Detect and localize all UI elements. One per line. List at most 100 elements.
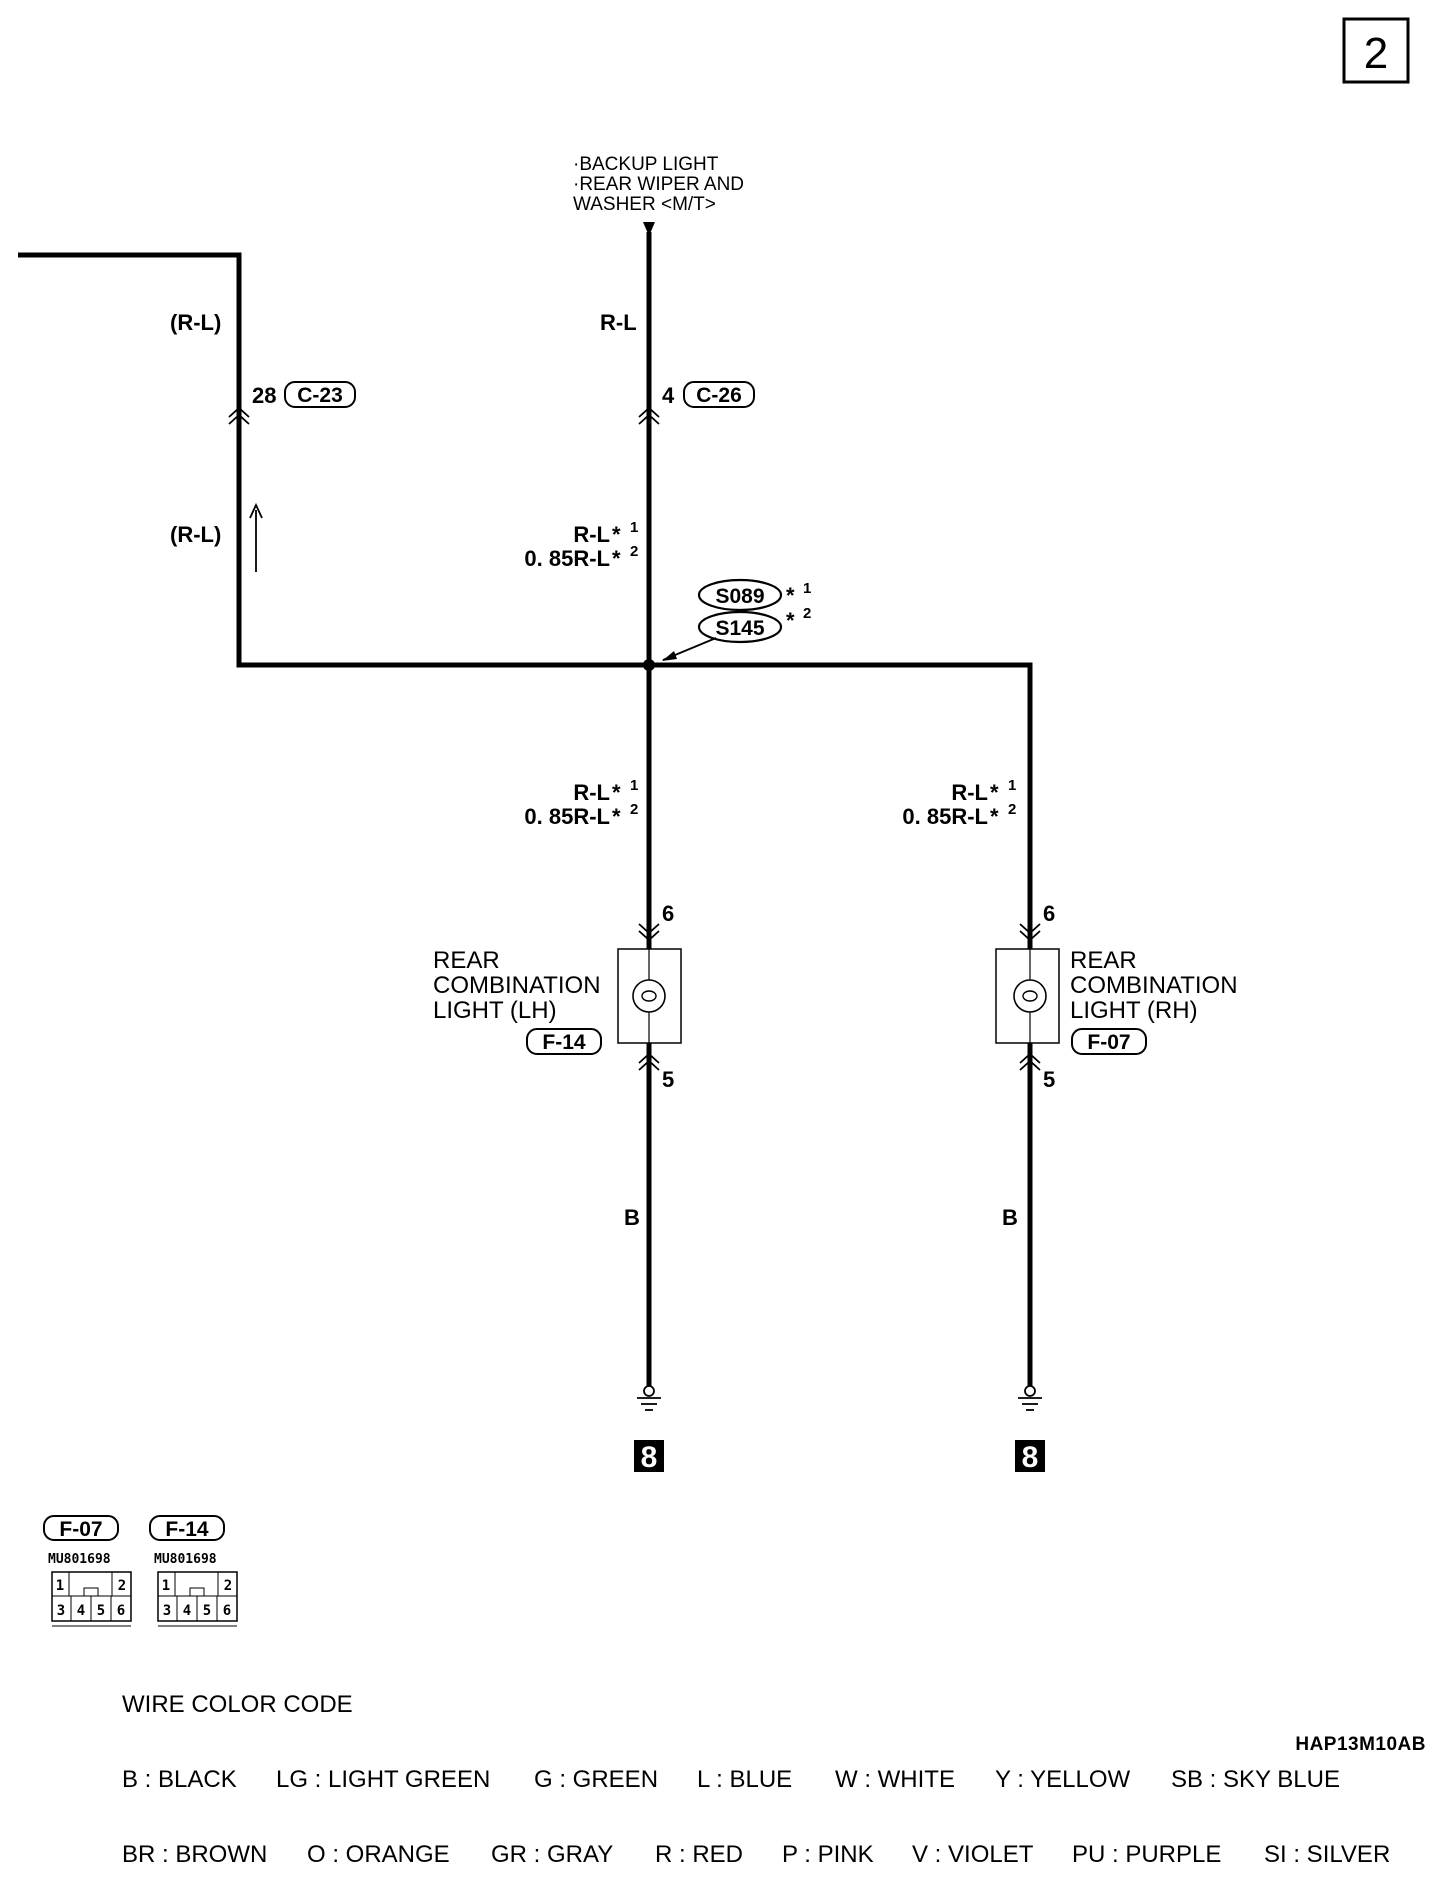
connector-c23-id: C-23	[297, 384, 343, 407]
light-lh-pin-top: 6	[662, 901, 674, 926]
connector-c23-pin: 28	[252, 383, 276, 408]
bulb-icon	[1013, 979, 1047, 1013]
destination-line-2: ·REAR WIPER AND	[573, 174, 744, 195]
connector-view-f07: F-07 MU801698 1 2 3 4 5 6	[43, 1515, 132, 1627]
wire-label-rh-branch-1: R-L	[951, 780, 988, 805]
connector-c23: 28 C-23	[252, 381, 356, 408]
wire-label-rh-ground: B	[1002, 1205, 1018, 1230]
connector-c23-symbol	[228, 406, 250, 425]
connector-lh-top-symbol	[638, 923, 660, 942]
light-rh-line2: COMBINATION	[1070, 972, 1238, 999]
color-code-item: PU : PURPLE	[1072, 1841, 1222, 1868]
wires	[18, 232, 1033, 1395]
color-code-item: LG : LIGHT GREEN	[276, 1766, 491, 1793]
connector-c26-pin: 4	[662, 383, 675, 408]
color-code-item: P : PINK	[782, 1841, 874, 1868]
rear-combination-light-lh: REAR COMBINATION LIGHT (LH) F-14 6 5	[433, 901, 682, 1092]
note-number: 1	[630, 777, 638, 794]
wire-label-center-mid-2: 0. 85R-L	[524, 546, 610, 571]
note-star: *	[786, 608, 795, 633]
destination-line-3: WASHER <M/T>	[573, 194, 716, 215]
connector-view-f07-id: F-07	[59, 1518, 102, 1541]
wire-label-lh-branch-2: 0. 85R-L	[524, 804, 610, 829]
connector-view-f07-pin: 5	[97, 1603, 105, 1619]
destination-arrow-icon	[643, 222, 655, 236]
light-rh-connector: F-07	[1087, 1031, 1130, 1054]
note-star: *	[786, 583, 795, 608]
ground-point-badge	[634, 1440, 664, 1472]
wire-label-center-upper: R-L	[600, 310, 637, 335]
light-lh-line2: COMBINATION	[433, 972, 601, 999]
ground-point-rh: 8	[1022, 1441, 1039, 1474]
color-code-item: BR : BROWN	[122, 1841, 268, 1868]
connector-view-f14-pin: 1	[162, 1578, 170, 1594]
light-rh-pin-bottom: 5	[1043, 1067, 1055, 1092]
connector-view-f07-pin: 4	[77, 1603, 85, 1619]
splice-s089: S089	[715, 585, 764, 608]
color-code-item: R : RED	[655, 1841, 744, 1868]
light-lh-line1: REAR	[433, 947, 500, 974]
connector-view-f14-id: F-14	[165, 1518, 209, 1541]
note-number: 1	[1008, 777, 1016, 794]
light-lh-connector: F-14	[542, 1031, 586, 1054]
connector-view-f14-pin: 6	[223, 1603, 231, 1619]
ground-point-badge	[1015, 1440, 1045, 1472]
note-star: *	[612, 780, 621, 805]
connector-view-f14-pin: 2	[224, 1578, 232, 1594]
connector-lh-bottom-symbol	[638, 1052, 660, 1071]
note-star: *	[990, 780, 999, 805]
note-number: 2	[630, 801, 638, 818]
wire-label-rh-branch: R-L * 1 0. 85R-L * 2	[902, 777, 1016, 829]
color-code-item: SI : SILVER	[1264, 1841, 1391, 1868]
light-lh-pin-bottom: 5	[662, 1067, 674, 1092]
wire-label-left-lower: (R-L)	[170, 522, 221, 547]
note-star: *	[612, 546, 621, 571]
page-number: 2	[1364, 29, 1388, 78]
color-code-item: V : VIOLET	[912, 1841, 1034, 1868]
wire-label-lh-branch-1: R-L	[573, 780, 610, 805]
note-number: 2	[803, 605, 811, 622]
wire-color-code-title: WIRE COLOR CODE	[122, 1691, 353, 1718]
color-code-item: L : BLUE	[697, 1766, 793, 1793]
color-code-item: G : GREEN	[534, 1766, 659, 1793]
destination-line-1: ·BACKUP LIGHT	[573, 154, 719, 175]
note-number: 2	[1008, 801, 1016, 818]
current-flow-arrow-icon	[249, 502, 263, 572]
connector-view-f14-pin: 4	[183, 1603, 191, 1619]
connector-rh-top-symbol	[1019, 923, 1041, 942]
connector-view-f07-pin: 3	[57, 1603, 65, 1619]
note-number: 1	[630, 519, 638, 536]
wire-label-center-mid-1: R-L	[573, 522, 610, 547]
splice-s145: S145	[715, 617, 764, 640]
figure-reference: HAP13M10AB	[1295, 1734, 1426, 1755]
page-number-box: 2	[1342, 17, 1410, 84]
color-code-item: Y : YELLOW	[995, 1766, 1131, 1793]
wire-label-center-mid: R-L * 1 0. 85R-L * 2	[524, 519, 638, 571]
connector-view-f07-pin: 1	[56, 1578, 64, 1594]
connector-c26-id: C-26	[696, 384, 742, 407]
connector-view-f07-pin: 2	[118, 1578, 126, 1594]
connector-c26-symbol	[638, 406, 660, 425]
wire-color-code-legend: WIRE COLOR CODE B : BLACK LG : LIGHT GREE…	[122, 1642, 1390, 1892]
wire-color-code-row-1: B : BLACK LG : LIGHT GREEN G : GREEN L : BL…	[122, 1767, 1390, 1792]
wire-label-left-upper: (R-L)	[170, 310, 221, 335]
note-number: 2	[630, 543, 638, 560]
light-rh-line3: LIGHT (RH)	[1070, 997, 1198, 1024]
color-code-item: W : WHITE	[835, 1766, 955, 1793]
note-star: *	[612, 522, 621, 547]
ground-point-lh: 8	[641, 1441, 658, 1474]
connector-view-f14-part: MU801698	[154, 1552, 217, 1567]
color-code-item: O : ORANGE	[307, 1841, 450, 1868]
wiring-diagram: 2 ·BACKUP LIGHT ·REAR WIPER AND WASHER <…	[18, 17, 1410, 1627]
wire-left-loop-to-rh	[18, 252, 1033, 1395]
connector-rh-bottom-symbol	[1019, 1052, 1041, 1071]
ground-lh: 8	[634, 1385, 664, 1474]
connector-view-f14-pin: 5	[203, 1603, 211, 1619]
light-rh-pin-top: 6	[1043, 901, 1055, 926]
color-code-item: B : BLACK	[122, 1766, 237, 1793]
rear-combination-light-rh: REAR COMBINATION LIGHT (RH) F-07 6 5	[995, 901, 1238, 1092]
note-star: *	[612, 804, 621, 829]
wire-label-lh-branch: R-L * 1 0. 85R-L * 2	[524, 777, 638, 829]
connector-view-f14: F-14 MU801698 1 2 3 4 5 6	[149, 1515, 238, 1627]
